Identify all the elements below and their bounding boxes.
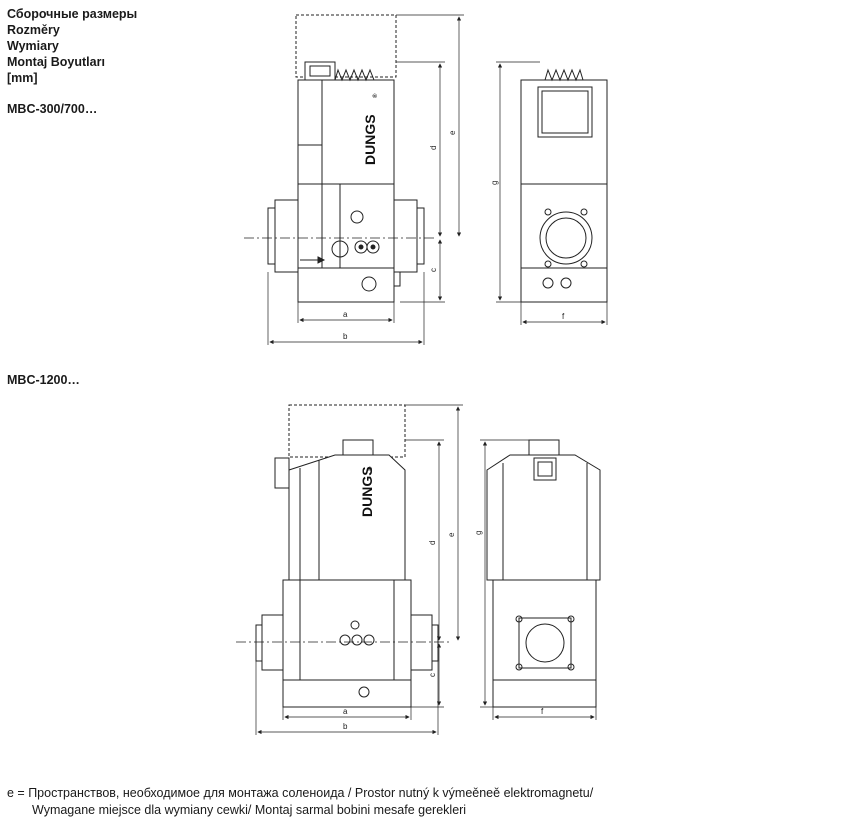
model-label-top: MBC-300/700…: [7, 102, 98, 116]
dim-e-bottom: e: [447, 532, 456, 537]
bottom-side-dimensions: [480, 439, 597, 720]
bottom-front-view: [236, 404, 450, 708]
bottom-front-dimensions: [255, 404, 463, 735]
units-label: [mm]: [7, 71, 38, 85]
dim-c-bottom: c: [428, 673, 437, 677]
model-label-bottom: MBC-1200…: [7, 373, 80, 387]
footnote: e = Пространствов, необходимое для монта…: [7, 785, 593, 819]
title-tr: Montaj Boyutları: [7, 55, 105, 69]
dim-f-bottom: f: [541, 707, 544, 716]
brand-label-bottom-front: DUNGS: [359, 466, 375, 517]
dim-a-top: a: [343, 310, 348, 319]
title-pl: Wymiary: [7, 39, 59, 53]
header-block: Сборочные размеры Rozměry Wymiary Montaj…: [7, 6, 137, 86]
footnote-line-1: e = Пространствов, необходимое для монта…: [7, 786, 594, 800]
top-front-dimensions: [267, 14, 464, 345]
dim-f-top: f: [562, 312, 565, 321]
bottom-side-view: [486, 439, 601, 708]
brand-mark-top-front: ®: [372, 93, 379, 98]
dim-g-bottom: g: [474, 531, 483, 535]
brand-label-top-front: DUNGS: [362, 114, 378, 165]
top-side-dimensions: [496, 61, 608, 325]
top-front-view: [244, 14, 434, 303]
title-cz: Rozměry: [7, 23, 60, 37]
dim-g-top: g: [490, 181, 499, 185]
top-side-view: [520, 68, 608, 303]
dim-b-top: b: [343, 332, 348, 341]
dim-c-top: c: [429, 268, 438, 272]
dim-d-top: d: [429, 146, 438, 150]
dim-b-bottom: b: [343, 722, 348, 731]
title-ru: Сборочные размеры: [7, 7, 138, 21]
brand-mark-bottom-front: ®: [367, 466, 374, 471]
dim-a-bottom: a: [343, 707, 348, 716]
footnote-line-2: Wymagane miejsce dla wymiany cewki/ Mont…: [32, 803, 467, 817]
dim-e-top: e: [448, 130, 457, 135]
dim-d-bottom: d: [428, 541, 437, 545]
